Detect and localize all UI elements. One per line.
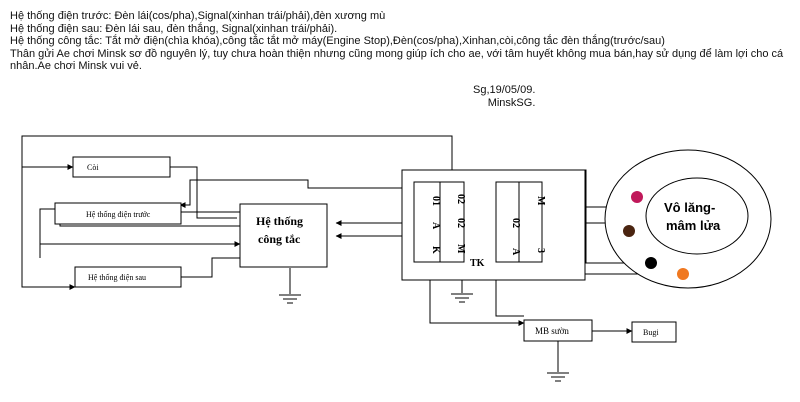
tk-right-labels: M 02 3 A <box>510 196 546 256</box>
term-M-right: M <box>535 196 546 206</box>
switch-label-1: Hệ thống <box>256 214 303 228</box>
intro-line-dedication: Thân gửi Ae chơi Minsk sơ đồ nguyên lý, … <box>10 47 784 73</box>
brown-dot <box>623 225 635 237</box>
term-K: K <box>430 246 441 254</box>
bugi-label: Bugi <box>643 328 659 337</box>
wheel-label-1: Vô lăng- <box>664 200 715 215</box>
term-02-right: 02 <box>510 218 521 228</box>
wheel-connector-dots <box>623 191 689 280</box>
intro-line-rear-system: Hệ thống điện sau: Đèn lái sau, đèn thắn… <box>10 22 338 35</box>
bugi-box <box>631 321 677 343</box>
term-02-mid: 02 <box>455 218 466 228</box>
wire-coi-switch <box>170 166 237 219</box>
orange-dot <box>677 268 689 280</box>
black-dot <box>645 257 657 269</box>
term-3: 3 <box>535 248 546 253</box>
mb-label: MB sườn <box>535 326 569 336</box>
mb-box <box>523 319 593 342</box>
wire-outer-loop <box>21 135 453 290</box>
term-01: 01 <box>430 196 441 206</box>
coi-box <box>72 156 171 178</box>
rear-system-box <box>74 266 182 288</box>
wheel-label-2: mâm lửa <box>666 218 721 233</box>
wheel-inner <box>645 177 749 255</box>
intro-text: Hệ thống điện trước: Đèn lái(cos/pha),Si… <box>10 10 795 73</box>
magenta-dot <box>631 191 643 203</box>
front-system-box <box>54 202 182 225</box>
wire-rear-switch <box>181 257 240 278</box>
rear-system-label: Hệ thống điện sau <box>88 273 146 282</box>
tk-left-labels: 01 A K 02 02 M <box>430 194 466 254</box>
intro-line-front-system: Hệ thống điện trước: Đèn lái(cos/pha),Si… <box>10 10 386 22</box>
wire-front-feed <box>39 208 55 258</box>
intro-line-switch-system: Hệ thống công tắc: Tắt mở điện(chìa khóa… <box>10 35 665 47</box>
term-M-left: M <box>455 244 466 254</box>
ground-switch <box>279 294 301 304</box>
coi-label: Còi <box>87 163 99 172</box>
signature-author: MinskSG. <box>487 96 536 109</box>
term-02-top: 02 <box>455 194 466 204</box>
signature-date: Sg,19/05/09. <box>473 84 536 96</box>
switch-label-2: công tắc <box>258 232 301 246</box>
wire-left-return <box>39 241 241 258</box>
term-A-right: A <box>510 248 521 256</box>
ground-mb <box>547 372 569 382</box>
term-A-left: A <box>430 222 441 230</box>
wire-02-front <box>179 179 418 208</box>
tk-label: TK <box>470 258 485 269</box>
front-system-label: Hệ thống điện trước <box>86 210 151 219</box>
tk-left-terminal <box>413 181 465 263</box>
ground-tk <box>451 293 473 303</box>
signature: Sg,19/05/09. MinskSG. <box>473 84 535 109</box>
switch-system-box <box>239 203 328 268</box>
